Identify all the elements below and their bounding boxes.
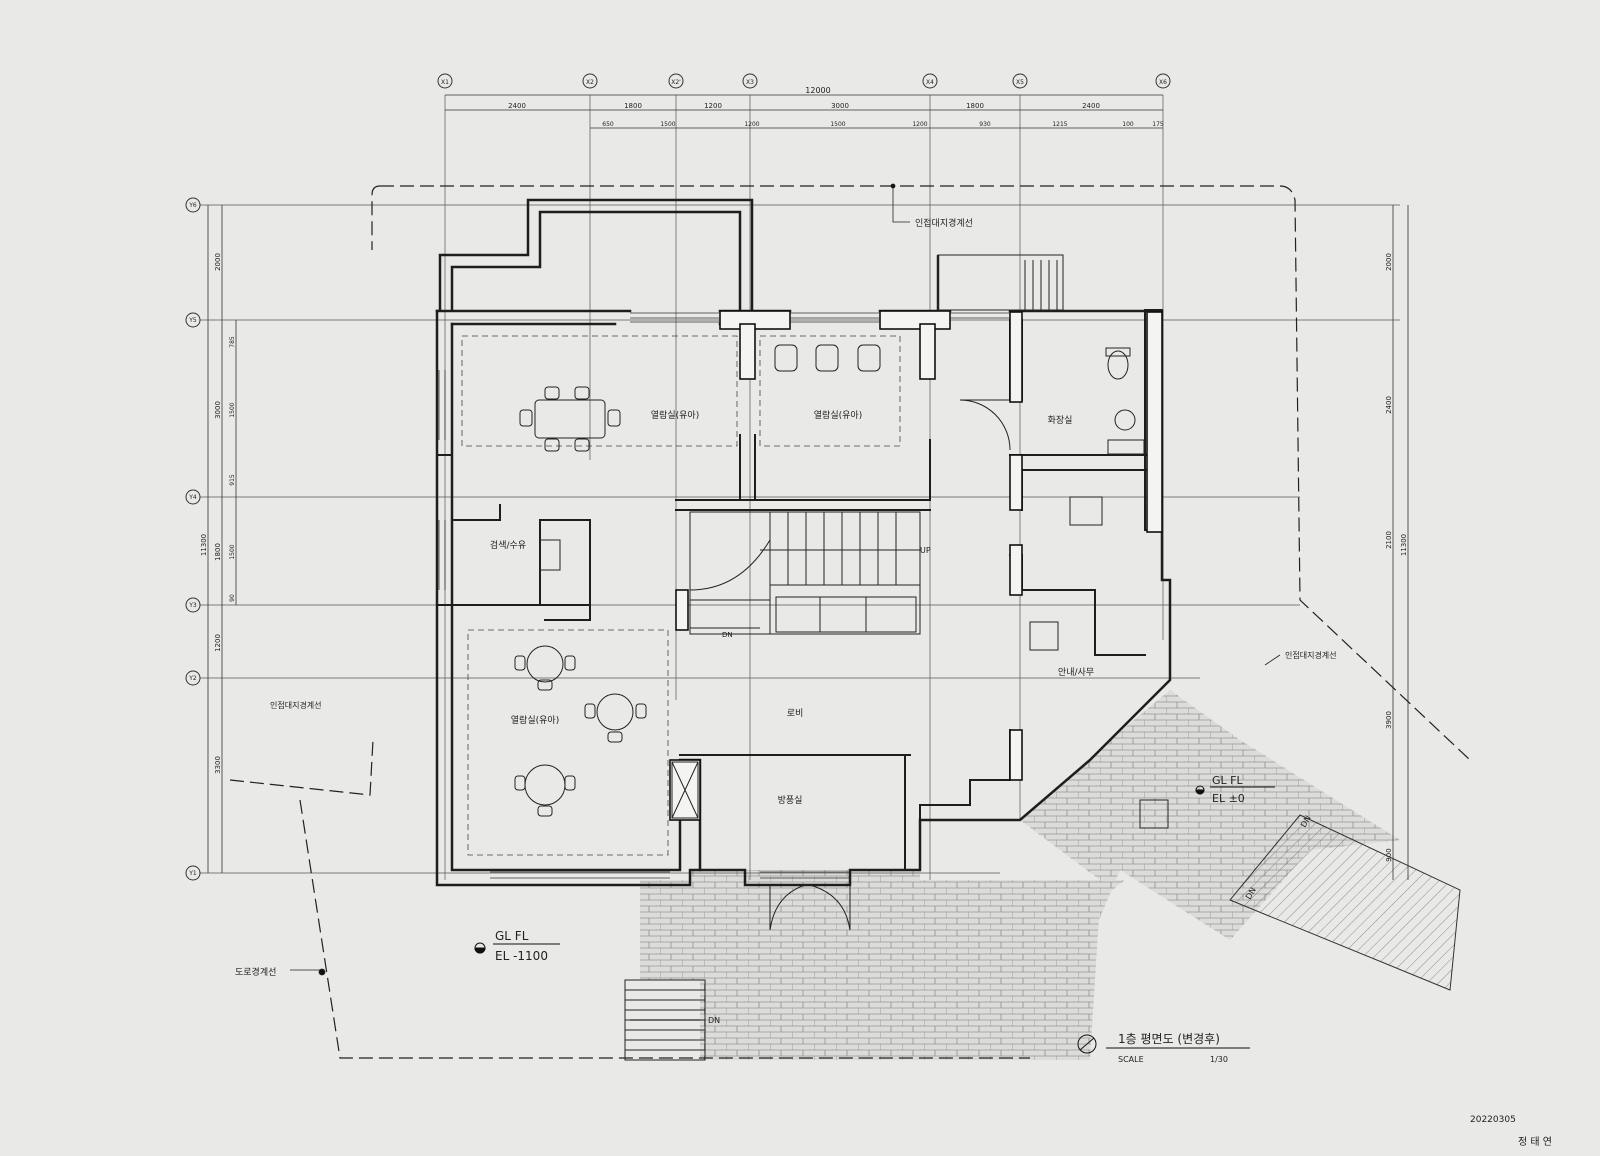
left-axis-markers	[185, 197, 201, 881]
drawing-date: 20220305	[1470, 1115, 1516, 1125]
room-label-reading3: 열람실(유아)	[511, 714, 559, 726]
room-label-search: 검색/수유	[490, 539, 526, 551]
bottom-exterior-stair	[624, 979, 706, 1061]
right-dim-3: 2100	[1385, 531, 1393, 549]
top-axis-label-7: X6	[1159, 79, 1167, 86]
interior-walls	[436, 309, 1163, 871]
stair-down-label: DN	[722, 631, 733, 639]
grid-lines	[200, 95, 1400, 880]
top-axis-markers	[437, 73, 1171, 89]
ramp-stairs	[1229, 814, 1461, 991]
top-dim-row1-3: 1200	[704, 102, 722, 110]
drawing-title: 1층 평면도 (변경후)	[1118, 1032, 1220, 1046]
top-axis-label-1: X1	[441, 79, 449, 86]
bottom-stair-dn-label: DN	[708, 1016, 720, 1025]
left-sub-dim-4: 1500	[229, 544, 236, 559]
left-axis-label-6: Y1	[188, 870, 197, 877]
top-dim-row2-5: 1200	[912, 121, 927, 128]
right-dim-4: 3900	[1385, 711, 1393, 729]
room-label-reading1: 열람실(유아)	[651, 409, 699, 421]
top-dim-row2-7: 1215	[1052, 121, 1067, 128]
terrace-el-label: EL ±0	[1212, 792, 1245, 805]
left-axis-label-2: Y5	[188, 317, 197, 324]
furniture	[514, 344, 1169, 829]
left-dim-2: 3000	[214, 401, 222, 419]
top-dim-row2-6: 930	[979, 121, 991, 128]
outside-gl-label: GL FL	[495, 929, 529, 943]
stair-up-label: UP	[920, 546, 931, 555]
top-axis-label-5: X4	[926, 79, 934, 86]
top-exterior-stair	[936, 254, 1064, 311]
right-dimension-chain	[1392, 205, 1409, 880]
left-overall-dimension: 11300	[200, 534, 208, 556]
left-axis-label-5: Y2	[188, 675, 197, 682]
right-dim-1: 2000	[1385, 253, 1393, 271]
room-label-reading2: 열람실(유아)	[814, 409, 862, 421]
room-label-info: 안내/사무	[1058, 667, 1094, 678]
top-dim-row1-2: 1800	[624, 102, 642, 110]
left-sub-dim-3: 915	[229, 474, 236, 486]
left-axis-label-3: Y4	[188, 494, 197, 501]
top-axis-label-6: X5	[1016, 79, 1024, 86]
title-block	[1077, 1034, 1250, 1054]
left-dim-1: 2000	[214, 253, 222, 271]
windows-top	[438, 312, 1010, 879]
top-axis-label-2: X2	[586, 79, 594, 86]
ceiling-lines	[461, 335, 901, 856]
note-adjacent-top: 인접대지경계선	[915, 217, 973, 229]
top-dimension-chain	[445, 94, 1163, 129]
note-adjacent-left: 인접대지경계선	[270, 700, 322, 710]
right-overall-dimension: 11300	[1400, 534, 1408, 556]
room-label-toilet: 화장실	[1048, 415, 1073, 426]
note-road-boundary: 도로경계선	[235, 966, 276, 978]
main-stair	[689, 511, 921, 635]
left-axis-label-4: Y3	[188, 602, 197, 609]
top-dim-row1-4: 3000	[831, 102, 849, 110]
left-dim-4: 1200	[214, 634, 222, 652]
entrance-doors	[769, 399, 1011, 931]
terrace-gl-label: GL FL	[1212, 774, 1243, 787]
site-boundaries	[229, 185, 1471, 1059]
top-dim-row2-2: 1500	[660, 121, 675, 128]
top-dim-row1-1: 2400	[508, 102, 526, 110]
top-dim-row2-3: 1200	[744, 121, 759, 128]
left-sub-dim-1: 785	[229, 336, 236, 348]
level-markers	[474, 785, 1275, 954]
top-dim-row1-5: 1800	[966, 102, 984, 110]
top-dim-row2-8: 100	[1122, 121, 1134, 128]
left-dim-3: 1800	[214, 543, 222, 561]
paving-area-bottom	[640, 870, 1125, 1060]
top-dim-row2-1: 650	[602, 121, 614, 128]
leader-lines	[290, 183, 1281, 976]
left-axis-label-1: Y6	[188, 202, 197, 209]
scale-label: SCALE	[1118, 1055, 1144, 1064]
room-label-broadcast: 방풍실	[778, 795, 803, 806]
drawing-author: 정 태 연	[1518, 1136, 1552, 1148]
left-dim-5: 3300	[214, 756, 222, 774]
outside-el-label: EL -1100	[495, 949, 548, 963]
top-dim-row2-4: 1500	[830, 121, 845, 128]
scale-value: 1/30	[1210, 1055, 1228, 1064]
top-axis-label-3: X2'	[671, 79, 681, 86]
top-dim-row1-6: 2400	[1082, 102, 1100, 110]
top-axis-label-4: X3	[746, 79, 754, 86]
room-label-reading1-text: 열람실(유아)	[651, 409, 699, 421]
note-adjacent-right: 인접대지경계선	[1285, 650, 1337, 660]
left-dimension-chain	[207, 205, 237, 873]
wall-solid-blocks	[669, 310, 1163, 821]
room-label-lobby: 로비	[787, 708, 804, 719]
top-overall-dimension: 12000	[805, 86, 830, 95]
exterior-walls	[435, 198, 1172, 887]
paving-area-terrace	[1020, 690, 1400, 1060]
right-dim-5: 900	[1385, 848, 1393, 861]
left-sub-dim-2: 1500	[229, 402, 236, 417]
right-dim-2: 2400	[1385, 396, 1393, 414]
left-sub-dim-5: 90	[229, 594, 236, 602]
top-dim-row2-9: 175	[1152, 121, 1164, 128]
